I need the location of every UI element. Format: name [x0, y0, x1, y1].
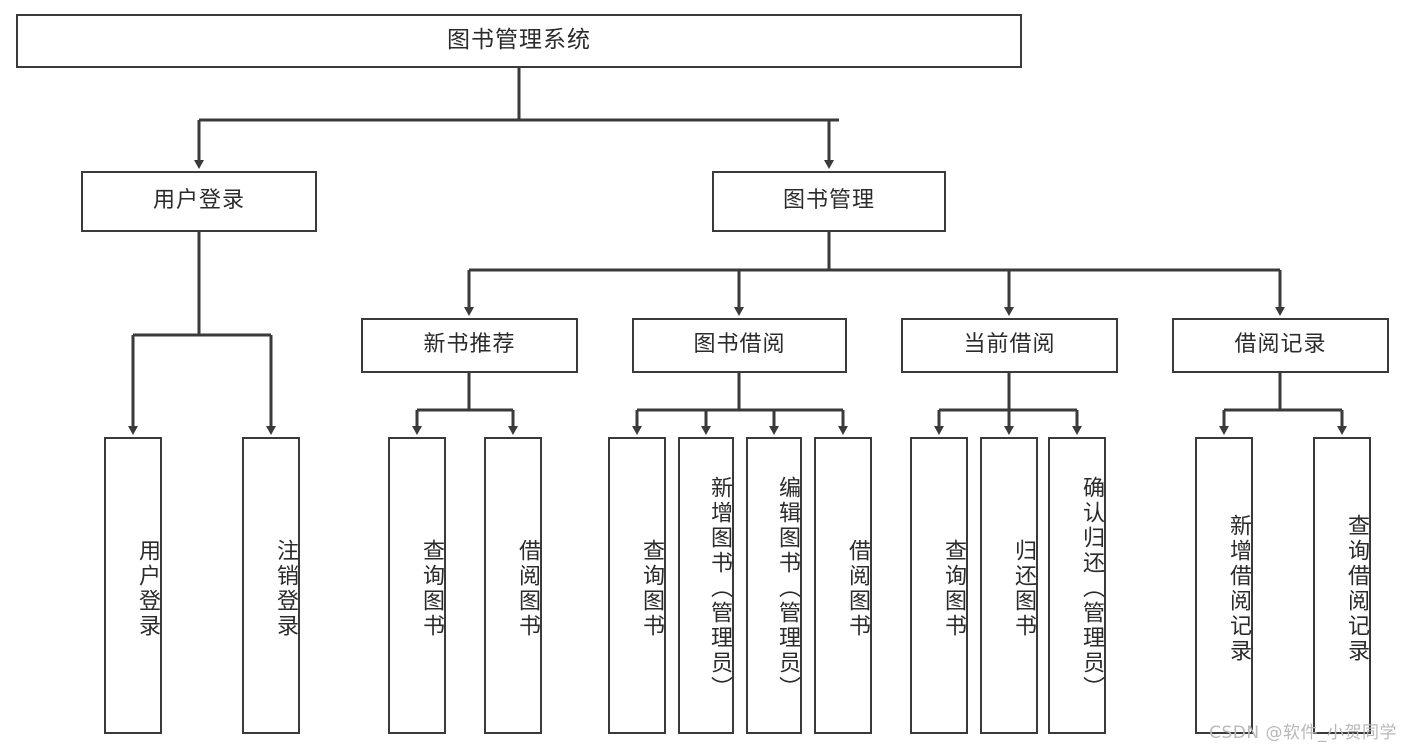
node-book-borrow[interactable]: 图书借阅: [632, 318, 847, 373]
leaf-current-return-book[interactable]: 归还图书: [980, 437, 1038, 734]
node-label: 用户登录: [135, 538, 160, 639]
leaf-user-login[interactable]: 用户登录: [104, 437, 162, 734]
node-label: 确认归还（管理员）: [1079, 476, 1104, 701]
node-label: 归还图书: [1011, 538, 1036, 639]
node-label: 查询图书: [639, 538, 664, 639]
node-label: 图书管理系统: [447, 27, 591, 54]
node-label: 借阅图书: [515, 538, 540, 639]
node-label: 查询借阅记录: [1344, 513, 1369, 664]
node-label: 查询图书: [419, 538, 444, 639]
node-book-management[interactable]: 图书管理: [712, 171, 946, 232]
leaf-borrow-borrow-book[interactable]: 借阅图书: [814, 437, 872, 734]
node-label: 借阅记录: [1234, 332, 1327, 358]
node-current-borrow[interactable]: 当前借阅: [901, 318, 1118, 373]
node-label: 编辑图书（管理员）: [775, 476, 800, 701]
watermark-text: CSDN @软件_小贺同学: [1209, 723, 1397, 743]
node-user-login[interactable]: 用户登录: [81, 171, 317, 232]
leaf-record-query-borrow-record[interactable]: 查询借阅记录: [1313, 437, 1371, 734]
node-label: 用户登录: [152, 188, 245, 214]
node-label: 图书管理: [782, 188, 875, 214]
leaf-newbook-query-book[interactable]: 查询图书: [388, 437, 446, 734]
leaf-newbook-borrow-book[interactable]: 借阅图书: [484, 437, 542, 734]
node-new-book-recommend[interactable]: 新书推荐: [361, 318, 578, 373]
node-label: 当前借阅: [963, 332, 1056, 358]
node-label: 注销登录: [273, 538, 298, 639]
leaf-borrow-edit-book-admin[interactable]: 编辑图书（管理员）: [746, 437, 802, 734]
leaf-record-add-borrow-record[interactable]: 新增借阅记录: [1195, 437, 1253, 734]
leaf-user-logout[interactable]: 注销登录: [242, 437, 300, 734]
leaf-current-query-book[interactable]: 查询图书: [910, 437, 968, 734]
leaf-borrow-add-book-admin[interactable]: 新增图书（管理员）: [678, 437, 734, 734]
node-label: 查询图书: [941, 538, 966, 639]
node-label: 新增借阅记录: [1226, 513, 1251, 664]
node-label: 新增图书（管理员）: [707, 476, 732, 701]
node-label: 新书推荐: [423, 332, 516, 358]
leaf-current-confirm-return-admin[interactable]: 确认归还（管理员）: [1048, 437, 1106, 734]
node-root-system[interactable]: 图书管理系统: [16, 14, 1022, 68]
node-label: 图书借阅: [693, 332, 786, 358]
node-borrow-record[interactable]: 借阅记录: [1172, 318, 1389, 373]
leaf-borrow-query-book[interactable]: 查询图书: [608, 437, 666, 734]
node-label: 借阅图书: [845, 538, 870, 639]
